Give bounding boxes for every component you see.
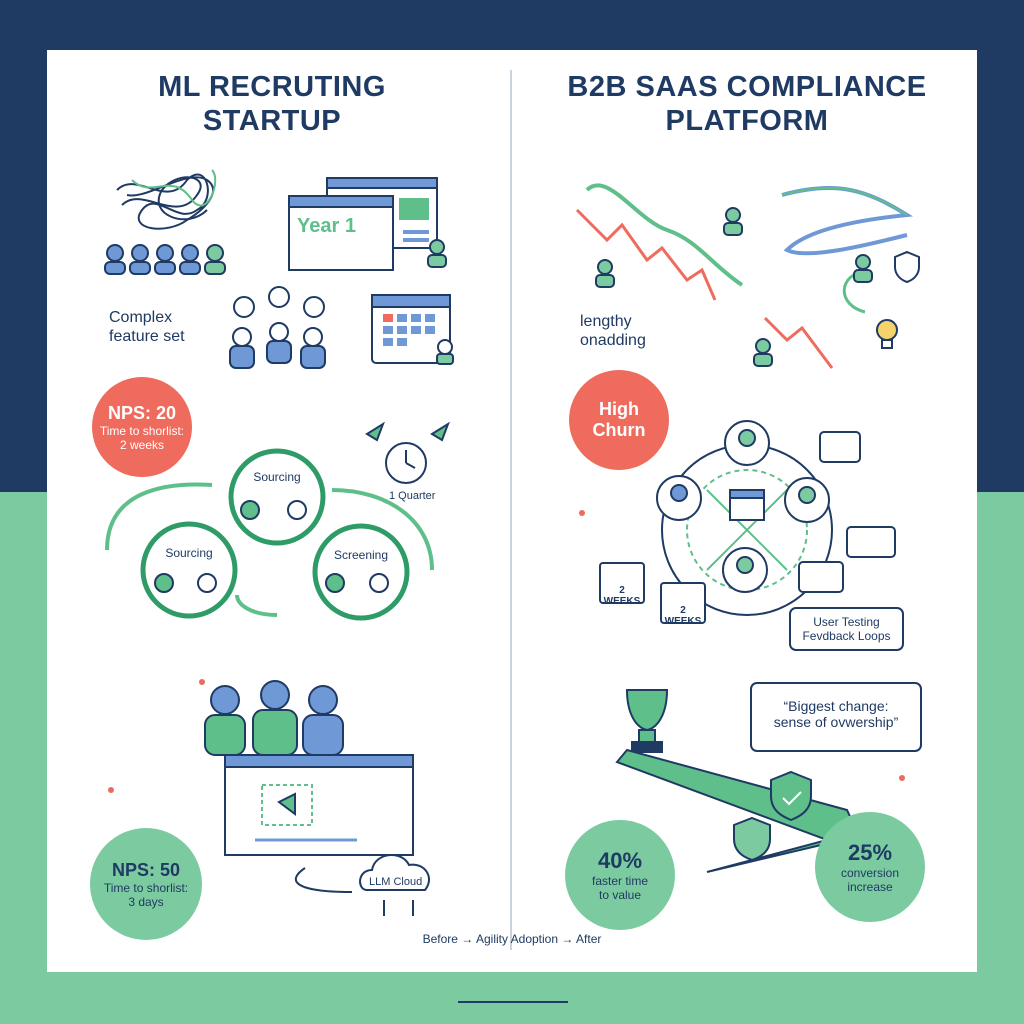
sparkle-icon bbox=[108, 510, 905, 793]
testing-line1: User Testing bbox=[813, 615, 880, 629]
clock-icon bbox=[385, 442, 427, 484]
cloud-icon bbox=[359, 854, 430, 891]
quote-box bbox=[750, 682, 922, 752]
quote-line1: “Biggest change: bbox=[783, 698, 889, 714]
before-metrics-badge: NPS: 20 Time to shorlist: 2 weeks bbox=[92, 377, 192, 477]
tangle-icon bbox=[116, 169, 217, 230]
avatar bbox=[656, 420, 830, 593]
weeks-calendar-icon bbox=[599, 562, 706, 624]
calendar-icon bbox=[371, 294, 454, 365]
quarter-label: 1 Quarter bbox=[389, 490, 436, 502]
team-icon bbox=[104, 244, 226, 275]
gear-icon bbox=[154, 500, 389, 593]
before-shortlist-value: 2 weeks bbox=[119, 437, 165, 452]
product-window-icon bbox=[224, 754, 414, 856]
cloud-label: LLM Cloud bbox=[369, 876, 423, 888]
footer-caption: Before → Agility Adoption → After bbox=[422, 932, 602, 946]
cycle-top-label: Sourcing bbox=[253, 470, 301, 484]
weeks-label-1: 2 WEEKS bbox=[603, 585, 641, 607]
stat-badge-time-to-value: 40% faster time to value bbox=[565, 820, 675, 930]
lightbulb-icon bbox=[876, 319, 898, 349]
left-title-line1: ML RECRUTING bbox=[158, 71, 386, 103]
illustration-layer bbox=[104, 169, 922, 916]
left-title-line2: STARTUP bbox=[202, 105, 342, 137]
growth-ramp bbox=[615, 748, 861, 873]
after-shortlist-value: 3 days bbox=[128, 894, 164, 909]
testing-line2: Fevdback Loops bbox=[802, 629, 891, 643]
stat-2-line1: conversion bbox=[840, 866, 900, 880]
left-title: ML RECRUTING STARTUP bbox=[107, 70, 437, 138]
confused-people-icon bbox=[229, 286, 326, 369]
center-divider bbox=[510, 70, 512, 950]
feature-set-label: Complex feature set bbox=[109, 308, 185, 346]
after-nps: NPS: 50 bbox=[111, 859, 181, 880]
quote-text: “Biggest change: sense of ovwership” bbox=[751, 698, 921, 730]
browser-windows-icon bbox=[288, 177, 438, 271]
onboarding-line2: onadding bbox=[580, 332, 646, 349]
right-title-line2: PLATFORM bbox=[665, 105, 829, 137]
before-shortlist-label: Time to shorlist: bbox=[99, 423, 185, 438]
testing-label: User Testing Fevdback Loops bbox=[790, 615, 903, 643]
footer-arrow bbox=[458, 1001, 568, 1003]
speech-bubble-icon bbox=[798, 431, 896, 593]
feature-label-line2: feature set bbox=[109, 328, 185, 345]
churn-line1: High bbox=[599, 399, 639, 419]
stat-1-line1: faster time bbox=[591, 874, 648, 888]
weeks-label-2: 2 WEEKS bbox=[664, 605, 702, 627]
stat-1-line2: to value bbox=[598, 888, 642, 902]
right-title-line1: B2B SAAS COMPLIANCE bbox=[567, 71, 927, 103]
year-label: Year 1 bbox=[297, 215, 356, 237]
cycle-right-label: Screening bbox=[333, 548, 389, 562]
churn-line2: Churn bbox=[592, 420, 646, 440]
after-metrics-badge: NPS: 50 Time to shorlist: 3 days bbox=[90, 828, 202, 940]
feedback-network bbox=[661, 444, 833, 616]
feature-label-line1: Complex bbox=[109, 309, 173, 326]
churn-badge: High Churn bbox=[569, 370, 669, 470]
before-nps: NPS: 20 bbox=[107, 402, 177, 423]
person-icon bbox=[427, 239, 447, 268]
cycle-diagram bbox=[105, 448, 434, 621]
stat-2-line2: increase bbox=[847, 880, 893, 894]
rocket-icon bbox=[365, 421, 450, 442]
after-shortlist-label: Time to shorlist: bbox=[103, 880, 189, 895]
cycle-left-label: Sourcing bbox=[165, 546, 213, 560]
infographic-panel: ML RECRUTING STARTUP B2B SAAS COMPLIANCE… bbox=[47, 50, 977, 972]
onboarding-label: lengthy onadding bbox=[580, 312, 646, 350]
connector-arrows bbox=[294, 867, 414, 916]
quote-line2: sense of ovwership” bbox=[773, 714, 899, 730]
trophy-icon bbox=[625, 689, 669, 753]
onboarding-line1: lengthy bbox=[580, 313, 632, 330]
right-title: B2B SAAS COMPLIANCE PLATFORM bbox=[547, 70, 947, 138]
testing-box bbox=[789, 607, 904, 651]
check-shield-icon bbox=[733, 770, 812, 862]
stat-badge-conversion: 25% conversion increase bbox=[815, 812, 925, 922]
person-icon bbox=[595, 207, 873, 367]
stat-2-value: 25% bbox=[847, 840, 893, 865]
shield-icon bbox=[894, 250, 920, 284]
stat-1-value: 40% bbox=[597, 848, 643, 873]
happy-team-icon bbox=[204, 680, 344, 756]
